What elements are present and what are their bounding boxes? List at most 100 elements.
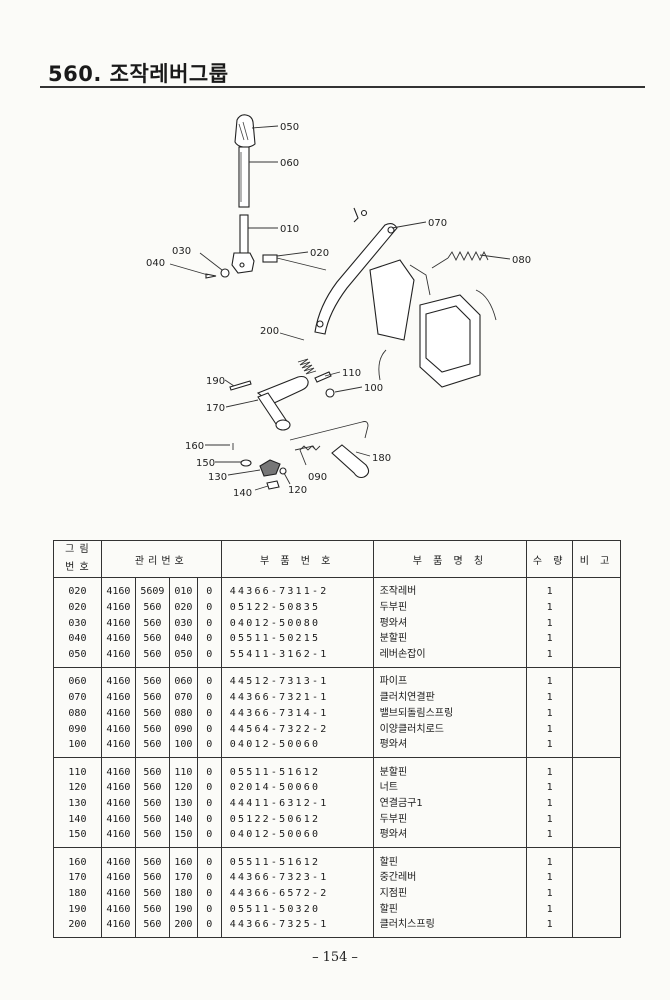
split-pin-040-part bbox=[205, 273, 217, 279]
mgmt-1-cell: 4160 bbox=[100, 827, 136, 848]
fig-no-cell: 130 bbox=[53, 795, 102, 812]
valve-return-spring-part bbox=[431, 250, 489, 269]
mgmt-2-cell: 560 bbox=[134, 705, 170, 722]
mgmt-3-cell: 030 bbox=[168, 615, 198, 632]
fig-no-cell: 190 bbox=[53, 901, 102, 918]
callout-020: 020 bbox=[310, 248, 329, 259]
mgmt-3-cell: 140 bbox=[168, 811, 198, 828]
fig-no-cell: 170 bbox=[53, 870, 102, 887]
part-name-cell: 파이프 bbox=[372, 667, 528, 691]
split-pin-110-part bbox=[314, 371, 332, 383]
callout-180: 180 bbox=[372, 453, 391, 464]
callout-200: 200 bbox=[260, 326, 279, 337]
page-number: –154– bbox=[312, 950, 358, 965]
remarks-cell bbox=[572, 667, 621, 691]
part-name-cell: 너트 bbox=[372, 780, 528, 796]
qty-cell: 1 bbox=[526, 647, 574, 668]
callout-170: 170 bbox=[206, 403, 225, 414]
qty-cell: 1 bbox=[526, 667, 574, 691]
part-name-cell: 클러치스프링 bbox=[372, 917, 528, 938]
split-pin-190-part bbox=[229, 380, 252, 391]
callout-090: 090 bbox=[308, 472, 327, 483]
exploded-parts-diagram: 050 060 010 020 030 040 070 080 200 110 … bbox=[146, 114, 531, 499]
mgmt-3-cell: 020 bbox=[168, 600, 198, 616]
mgmt-4-cell: 0 bbox=[196, 901, 222, 918]
callout-110: 110 bbox=[342, 368, 361, 379]
callout-100: 100 bbox=[364, 383, 383, 394]
mgmt-1-cell: 4160 bbox=[100, 917, 136, 938]
part-no-cell: 44512-7313-1 bbox=[220, 667, 374, 691]
mgmt-1-cell: 4160 bbox=[100, 757, 136, 781]
mgmt-1-cell: 4160 bbox=[100, 737, 136, 758]
part-name-cell: 분할핀 bbox=[372, 631, 528, 648]
fig-no-cell: 070 bbox=[53, 690, 102, 706]
pipe-part bbox=[238, 146, 250, 208]
mgmt-4-cell: 0 bbox=[196, 647, 222, 668]
part-no-cell: 44366-7325-1 bbox=[220, 917, 374, 938]
title-rule bbox=[40, 86, 645, 88]
mgmt-4-cell: 0 bbox=[196, 577, 222, 600]
callout-080: 080 bbox=[512, 255, 531, 266]
connecting-bracket-part bbox=[259, 459, 281, 477]
header-qty: 수 량 bbox=[526, 540, 574, 578]
mgmt-2-cell: 560 bbox=[134, 690, 170, 706]
remarks-cell bbox=[572, 827, 621, 848]
remarks-cell bbox=[572, 917, 621, 938]
mgmt-3-cell: 170 bbox=[168, 870, 198, 887]
remarks-cell bbox=[572, 600, 621, 616]
fig-no-cell: 040 bbox=[53, 631, 102, 648]
header-remarks: 비 고 bbox=[572, 540, 621, 578]
mgmt-4-cell: 0 bbox=[196, 667, 222, 691]
qty-cell: 1 bbox=[526, 811, 574, 828]
mgmt-1-cell: 4160 bbox=[100, 901, 136, 918]
mgmt-3-cell: 160 bbox=[168, 847, 198, 871]
qty-cell: 1 bbox=[526, 901, 574, 918]
part-no-cell: 04012-50060 bbox=[220, 737, 374, 758]
remarks-cell bbox=[572, 811, 621, 828]
qty-cell: 1 bbox=[526, 886, 574, 902]
remarks-cell bbox=[572, 631, 621, 648]
qty-cell: 1 bbox=[526, 600, 574, 616]
mgmt-1-cell: 4160 bbox=[100, 600, 136, 616]
qty-cell: 1 bbox=[526, 705, 574, 722]
remarks-cell bbox=[572, 780, 621, 796]
part-name-cell: 분할핀 bbox=[372, 757, 528, 781]
pivot-pin-part bbox=[331, 444, 370, 479]
part-name-cell: 할핀 bbox=[372, 901, 528, 918]
mgmt-1-cell: 4160 bbox=[100, 795, 136, 812]
fig-no-cell: 090 bbox=[53, 721, 102, 738]
callout-150: 150 bbox=[196, 458, 215, 469]
head-pin-part bbox=[262, 254, 327, 271]
qty-cell: 1 bbox=[526, 757, 574, 781]
fig-no-cell: 100 bbox=[53, 737, 102, 758]
header-part-no: 부 품 번 호 bbox=[220, 540, 374, 578]
mgmt-4-cell: 0 bbox=[196, 780, 222, 796]
part-no-cell: 04012-50080 bbox=[220, 615, 374, 632]
callout-130: 130 bbox=[208, 472, 227, 483]
part-name-cell: 평와셔 bbox=[372, 737, 528, 758]
qty-cell: 1 bbox=[526, 917, 574, 938]
remarks-cell bbox=[572, 795, 621, 812]
part-no-cell: 05511-51612 bbox=[220, 757, 374, 781]
mgmt-3-cell: 100 bbox=[168, 737, 198, 758]
part-no-cell: 44366-7321-1 bbox=[220, 690, 374, 706]
mgmt-2-cell: 560 bbox=[134, 647, 170, 668]
mgmt-3-cell: 110 bbox=[168, 757, 198, 781]
fig-no-cell: 200 bbox=[53, 917, 102, 938]
qty-cell: 1 bbox=[526, 780, 574, 796]
mgmt-2-cell: 560 bbox=[134, 917, 170, 938]
callout-010: 010 bbox=[280, 224, 299, 235]
remarks-cell bbox=[572, 647, 621, 668]
remarks-cell bbox=[572, 847, 621, 871]
mgmt-4-cell: 0 bbox=[196, 917, 222, 938]
mgmt-4-cell: 0 bbox=[196, 615, 222, 632]
qty-cell: 1 bbox=[526, 690, 574, 706]
